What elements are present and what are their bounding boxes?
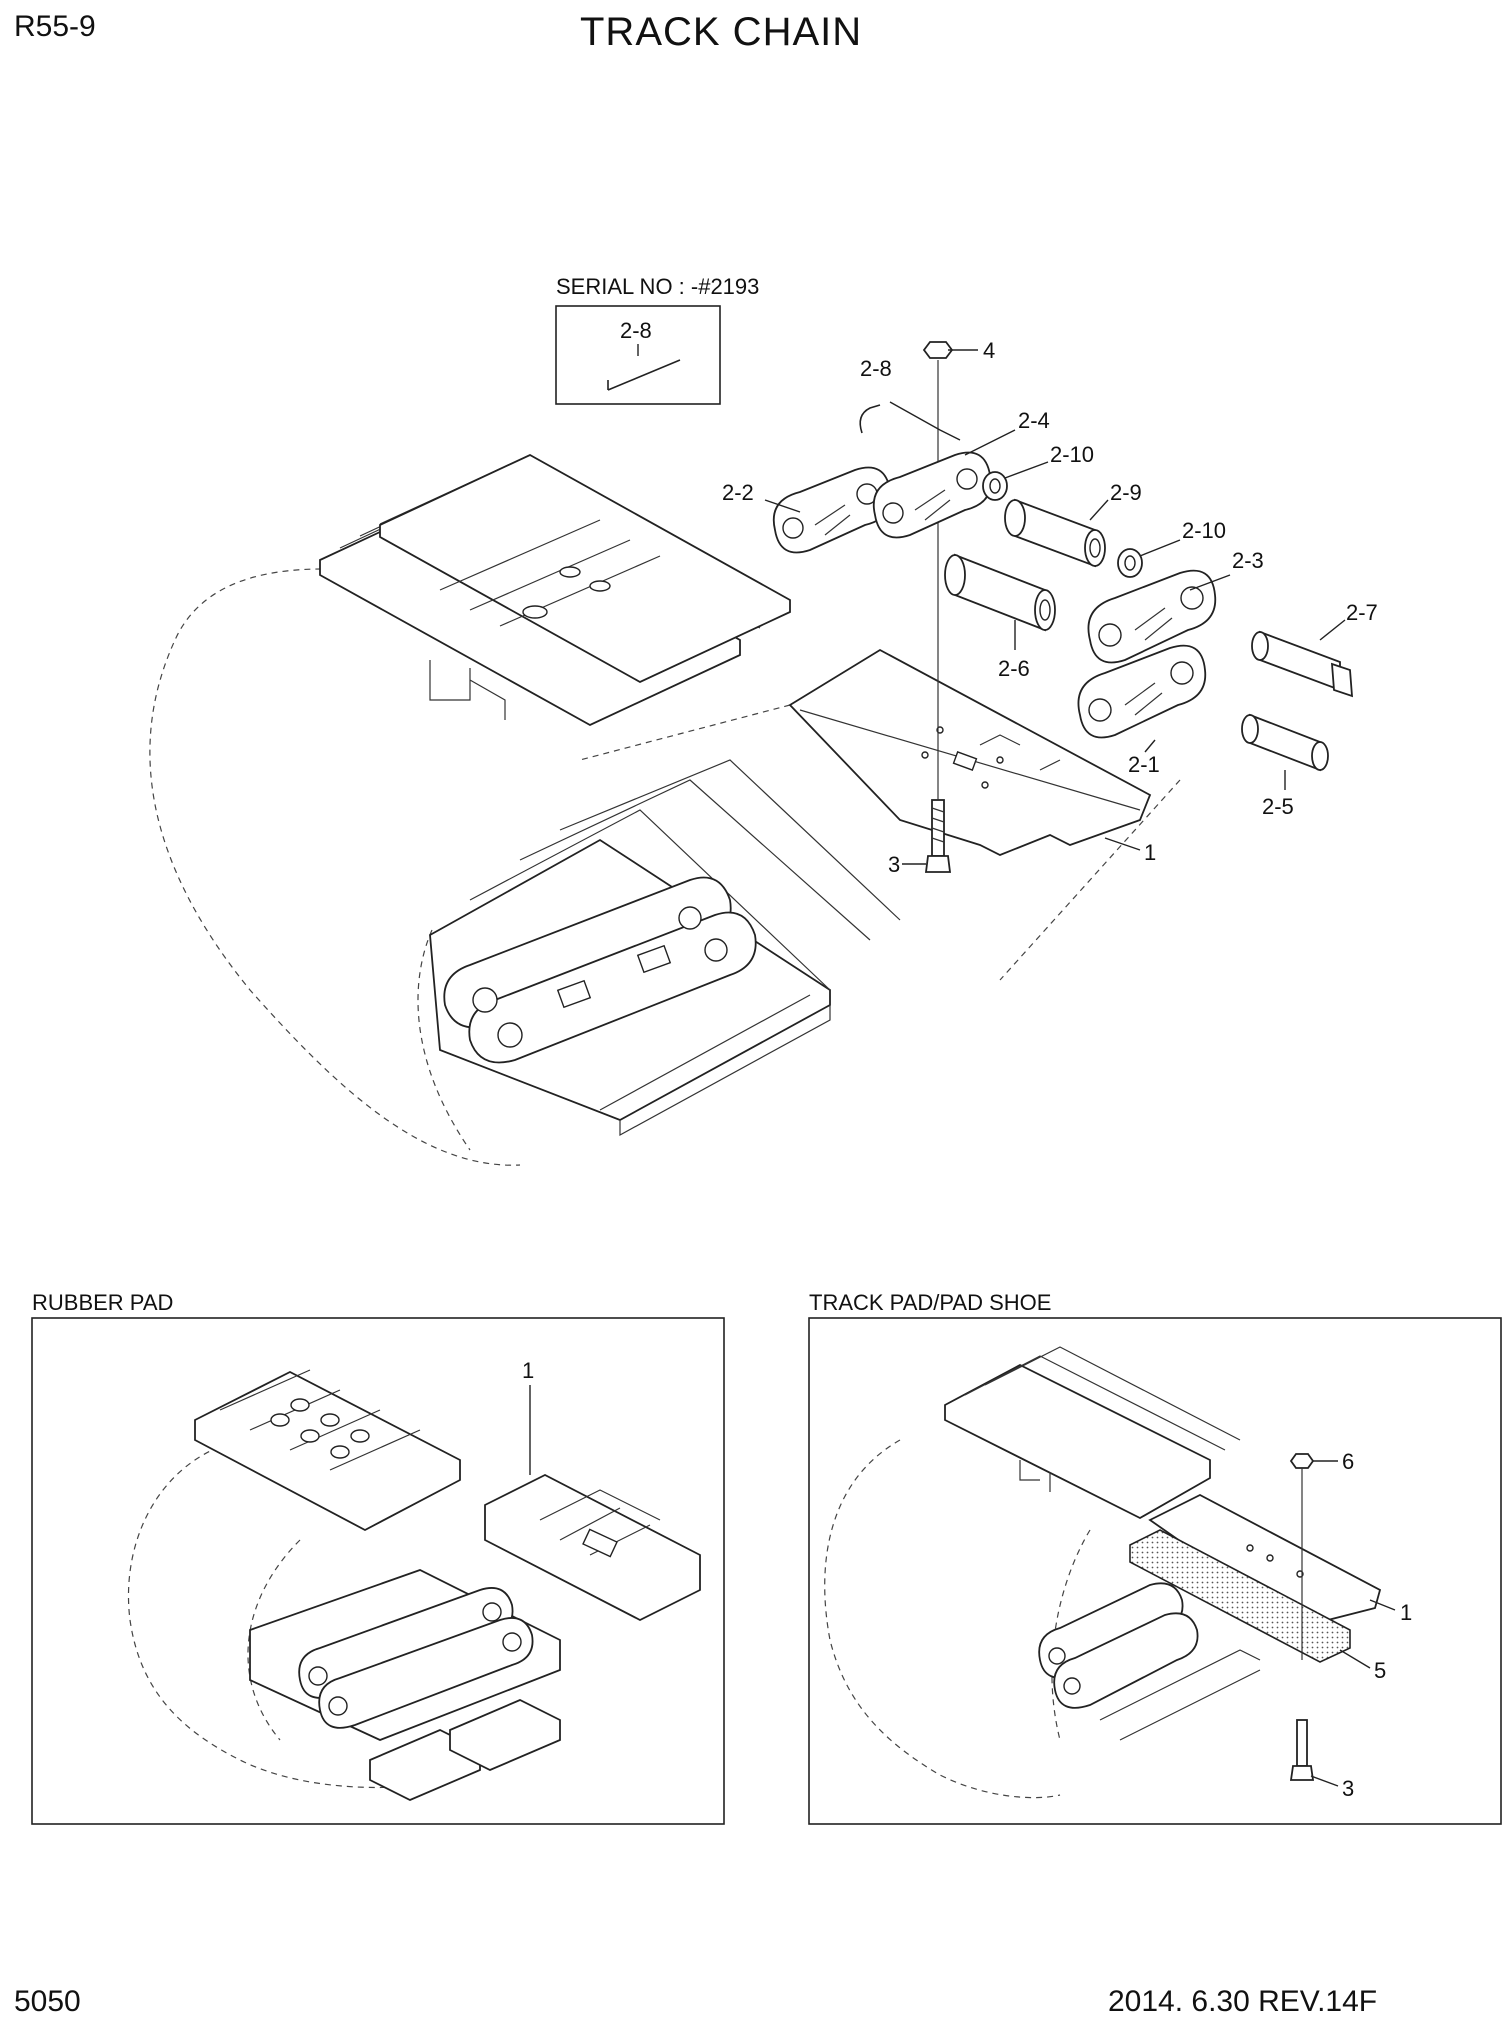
track-pad-upper-shoes xyxy=(944,1346,1241,1520)
track-pad-callout-1: 1 xyxy=(1400,1600,1412,1625)
callout-3: 3 xyxy=(888,852,900,877)
track-pad-title: TRACK PAD/PAD SHOE xyxy=(809,1290,1051,1315)
callout-2-9: 2-9 xyxy=(1110,480,1142,505)
callout-2-2: 2-2 xyxy=(722,480,754,505)
track-pad-callout-3: 3 xyxy=(1342,1776,1354,1801)
pin-inset-drawing xyxy=(607,359,681,391)
master-pin-2-7 xyxy=(1251,630,1354,698)
rubber-pad-title: RUBBER PAD xyxy=(32,1290,173,1315)
rubber-pad-callout-1: 1 xyxy=(522,1358,534,1383)
rubber-pad-part-1 xyxy=(484,1473,701,1622)
bushing-2-9 xyxy=(1004,498,1106,568)
track-link-2-1 xyxy=(1077,644,1207,739)
rubber-pad-insert-5 xyxy=(1129,1529,1351,1663)
track-link-2-4 xyxy=(872,451,992,539)
nut-4 xyxy=(922,341,954,359)
seal-2-10-lower xyxy=(1117,548,1143,578)
track-pad-frame xyxy=(808,1317,1502,1825)
inset-callout-2-8: 2-8 xyxy=(620,318,652,343)
bolt-3 xyxy=(924,799,952,873)
track-pin-2-5 xyxy=(1241,713,1329,772)
callout-1: 1 xyxy=(1144,840,1156,865)
revision-date: 2014. 6.30 REV.14F xyxy=(1108,1985,1378,2018)
page-title: TRACK CHAIN xyxy=(580,10,863,54)
nut-6 xyxy=(1289,1453,1315,1469)
track-pad-chain xyxy=(1038,1582,1261,1741)
cotter-pin-2-8 xyxy=(859,404,881,434)
callout-2-10-upper: 2-10 xyxy=(1050,442,1094,467)
callout-2-5: 2-5 xyxy=(1262,794,1294,819)
rubber-pad-top xyxy=(194,1369,461,1532)
page-number: 5050 xyxy=(14,1985,81,2018)
serial-number-note: SERIAL NO : -#2193 xyxy=(556,274,759,299)
rubber-pad-frame xyxy=(31,1317,725,1825)
rubber-pad-chain xyxy=(249,1569,561,1801)
callout-2-8: 2-8 xyxy=(860,356,892,381)
rubber-pad-view: RUBBER PAD xyxy=(31,1290,725,1825)
model-number: R55-9 xyxy=(14,10,96,43)
callout-2-10-lower: 2-10 xyxy=(1182,518,1226,543)
bushing-2-6 xyxy=(944,553,1056,632)
track-pad-view: TRACK PAD/PAD SHOE xyxy=(808,1290,1502,1825)
lower-chain-assembly xyxy=(429,759,901,1137)
track-pad-callout-6: 6 xyxy=(1342,1449,1354,1474)
callout-4: 4 xyxy=(983,338,995,363)
main-track-assembly: SERIAL NO : -#2193 2-8 xyxy=(149,274,1378,1166)
track-link-2-2 xyxy=(772,466,892,554)
upper-track-shoes xyxy=(319,453,791,727)
callout-2-3: 2-3 xyxy=(1232,548,1264,573)
track-link-2-3 xyxy=(1087,569,1217,664)
bolt-3-pad xyxy=(1289,1719,1315,1781)
callout-2-1: 2-1 xyxy=(1128,752,1160,777)
callout-2-6: 2-6 xyxy=(998,656,1030,681)
track-pad-callout-5: 5 xyxy=(1374,1658,1386,1683)
callout-2-7: 2-7 xyxy=(1346,600,1378,625)
serial-inset-box xyxy=(555,305,721,405)
track-shoe-plate xyxy=(788,648,1152,856)
seal-2-10-upper xyxy=(982,471,1008,501)
callout-2-4: 2-4 xyxy=(1018,408,1050,433)
